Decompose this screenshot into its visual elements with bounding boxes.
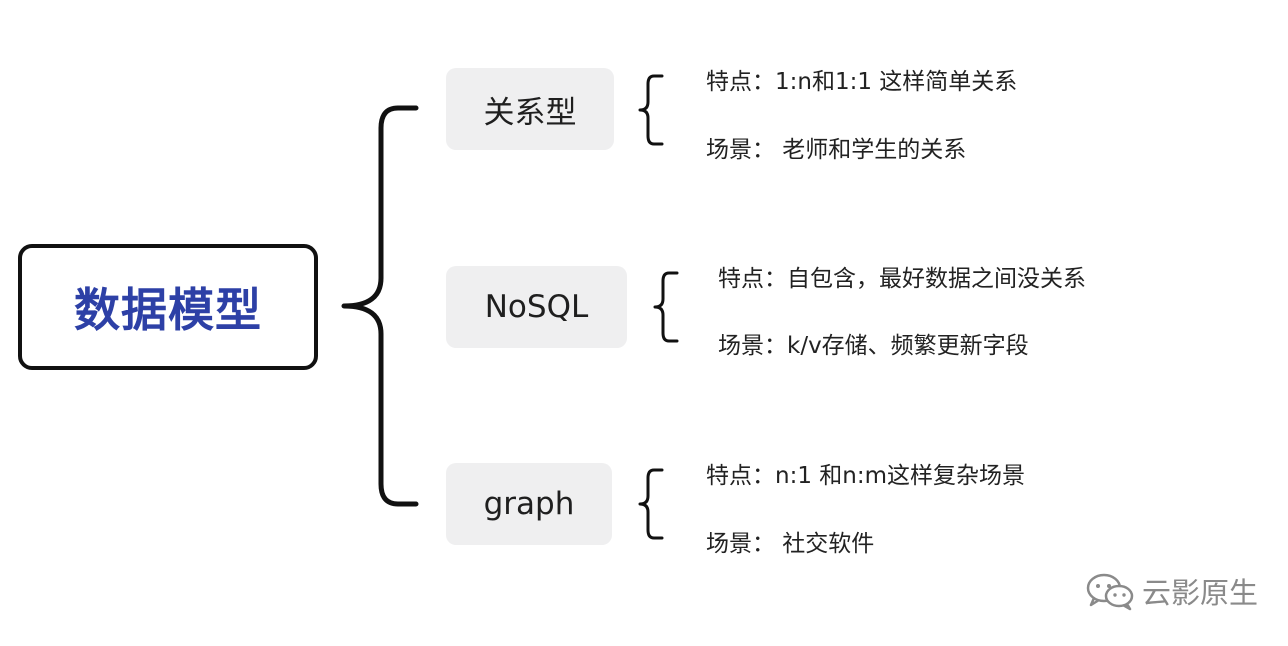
brace-branch-1 — [653, 271, 679, 343]
branch-label: graph — [483, 486, 575, 522]
root-node: 数据模型 — [18, 244, 318, 370]
detail-feature: 特点：n:1 和n:m这样复杂场景 — [706, 463, 1026, 489]
brace-branch-2 — [638, 468, 664, 540]
watermark-text: 云影原生 — [1142, 576, 1259, 610]
watermark: 云影原生 — [1084, 570, 1258, 612]
branch-label: 关系型 — [483, 94, 577, 131]
branch-node-nosql: NoSQL — [446, 266, 627, 348]
detail-scenario: 场景： 老师和学生的关系 — [706, 137, 967, 163]
detail-feature: 特点：1:n和1:1 这样简单关系 — [706, 69, 1018, 95]
branch-node-graph: graph — [446, 463, 612, 545]
wechat-icon — [1086, 573, 1134, 611]
detail-scenario: 场景： 社交软件 — [706, 531, 875, 557]
detail-scenario: 场景：k/v存储、频繁更新字段 — [718, 333, 1029, 359]
root-label: 数据模型 — [74, 283, 262, 337]
branch-node-relational: 关系型 — [446, 68, 614, 150]
detail-feature: 特点：自包含，最好数据之间没关系 — [718, 266, 1086, 292]
main-brace — [341, 105, 419, 507]
branch-label: NoSQL — [484, 289, 589, 325]
brace-branch-0 — [638, 74, 664, 146]
